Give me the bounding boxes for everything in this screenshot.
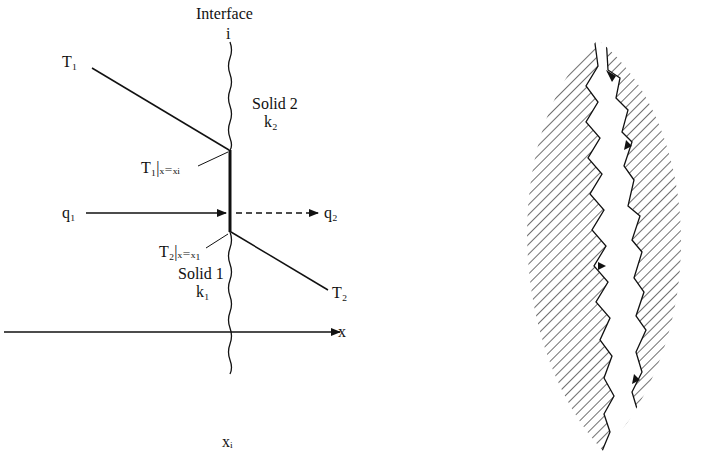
contact-segment — [229, 150, 232, 232]
magnified-contact — [490, 30, 712, 454]
conductivity-label: k₂ — [264, 114, 278, 130]
heat-flux-arrow — [86, 212, 226, 213]
x-axis — [4, 331, 340, 332]
leader-line — [198, 152, 228, 166]
heat-flux-label: q₁ — [62, 205, 76, 221]
interface-symbol: i — [226, 26, 230, 42]
material-label: Solid 1 — [178, 266, 224, 282]
interface-temperature-label: T₂|ₓ₌ₓ₁ — [158, 244, 202, 260]
temperature-profile-1 — [92, 68, 229, 150]
interface-title: Interface — [196, 6, 253, 22]
interface-line — [229, 42, 232, 374]
heat-flux-arrow — [236, 212, 318, 213]
temperature-label: T₁ — [62, 54, 77, 70]
leader-line — [206, 234, 228, 248]
temperature-profile-2 — [231, 232, 328, 290]
axis-label: x — [338, 324, 346, 340]
conductivity-label: k₁ — [196, 284, 210, 300]
temperature-label: T₂ — [332, 285, 347, 301]
interface-temperature-label: T₁|ₓ₌ₓᵢ — [140, 160, 181, 176]
position-label: xᵢ — [222, 434, 233, 450]
heat-flux-label: q₂ — [324, 205, 338, 221]
material-label: Solid 2 — [252, 96, 298, 112]
